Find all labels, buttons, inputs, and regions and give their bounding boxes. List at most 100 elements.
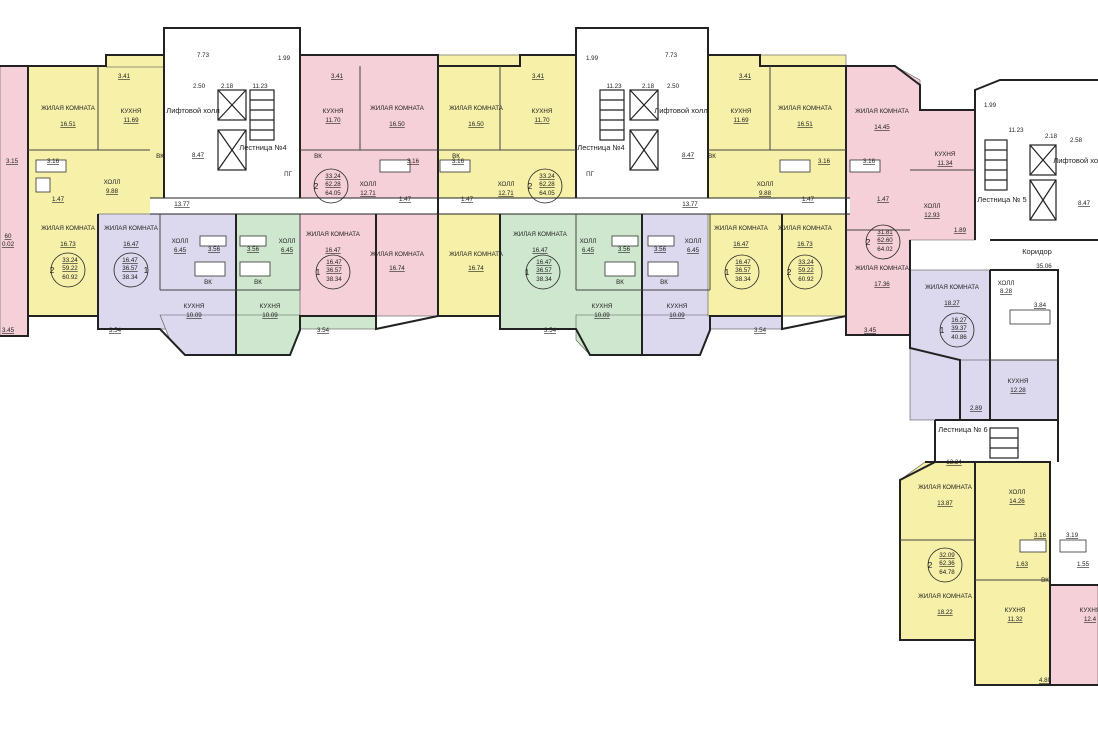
area-label: 2.50 (667, 83, 680, 90)
area-label: 1.47 (802, 196, 815, 203)
svg-text:16.47: 16.47 (735, 259, 751, 266)
label-living: ЖИЛАЯ КОМНАТА (925, 284, 980, 291)
area-label: 3.16 (818, 158, 831, 165)
label-kitchen: КУХНЯ (121, 108, 142, 115)
area-label: 6.45 (174, 247, 187, 254)
label-living: ЖИЛАЯ КОМНАТА (306, 231, 361, 238)
area-label: 14.45 (874, 124, 890, 131)
label-stair: Лестница № 6 (938, 425, 987, 434)
apartment-badge: 2 33.24 59.22 60.92 (50, 252, 86, 288)
area-label: 3.56 (247, 246, 260, 253)
area-label: 2.18 (642, 83, 655, 90)
area-label: 2.50 (193, 83, 206, 90)
svg-text:64.05: 64.05 (539, 190, 555, 197)
svg-text:62.28: 62.28 (539, 181, 555, 188)
svg-text:2: 2 (928, 560, 933, 570)
area-label: 9.88 (106, 188, 119, 195)
area-label: 12.28 (1010, 387, 1026, 394)
label-kitchen: КУХНЯ (532, 108, 553, 115)
svg-text:64.05: 64.05 (325, 190, 341, 197)
svg-text:33.24: 33.24 (539, 173, 555, 180)
label-hall: ХОЛЛ (172, 238, 189, 245)
area-label: 1.99 (984, 102, 997, 109)
apartment-badge: 2 32.09 62.36 64.78 (927, 547, 963, 583)
label-living: ЖИЛАЯ КОМНАТА (104, 225, 159, 232)
area-label: 10.09 (669, 312, 685, 319)
room-lavender-3b (959, 359, 1059, 421)
label-stair: Лестница №4 (577, 143, 624, 152)
label-hall: ХОЛЛ (1009, 489, 1026, 496)
area-label: 16.47 (532, 247, 548, 254)
label-hall: ХОЛЛ (279, 238, 296, 245)
area-label: 8.47 (192, 152, 205, 159)
area-label: 6.45 (582, 247, 595, 254)
label-elevator-hall: Лифтовой холл (166, 106, 219, 115)
label-stair: Лестница № 5 (977, 195, 1026, 204)
svg-text:2: 2 (528, 181, 533, 191)
area-label: 16.51 (797, 121, 813, 128)
label-living: ЖИЛАЯ КОМНАТА (714, 225, 769, 232)
area-label: 11.23 (252, 83, 268, 90)
label-kitchen: КУХНЯ (1005, 607, 1026, 614)
label-living: ЖИЛАЯ КОМНАТА (778, 225, 833, 232)
area-label: 13.77 (682, 201, 698, 208)
svg-text:2: 2 (787, 267, 792, 277)
svg-text:33.24: 33.24 (325, 173, 341, 180)
svg-text:39.37: 39.37 (951, 325, 967, 332)
area-label: 10.09 (262, 312, 278, 319)
label-living: ЖИЛАЯ КОМНАТА (918, 484, 973, 491)
label-living: ЖИЛАЯ КОМНАТА (855, 265, 910, 272)
svg-text:62.60: 62.60 (877, 237, 893, 244)
label-hall: ХОЛЛ (360, 181, 377, 188)
area-label: 16.73 (797, 241, 813, 248)
svg-text:36.57: 36.57 (326, 267, 342, 274)
apartment-badge: 1 16.47 36.57 38.34 (724, 254, 760, 290)
svg-text:60.92: 60.92 (798, 276, 814, 283)
area-label: 10.09 (594, 312, 610, 319)
svg-text:64.02: 64.02 (877, 246, 893, 253)
stair-hall-2 (576, 28, 708, 214)
area-label: 16.47 (733, 241, 749, 248)
area-label: 18.27 (944, 300, 960, 307)
label-bk: ВК (616, 279, 624, 286)
label-living: ЖИЛАЯ КОМНАТА (41, 225, 96, 232)
area-label: 17.36 (874, 281, 890, 288)
area-label: 2.18 (221, 83, 234, 90)
label-hall: ХОЛЛ (998, 280, 1015, 287)
area-label: 10.09 (186, 312, 202, 319)
partitions (28, 66, 1058, 581)
label-living: ЖИЛАЯ КОМНАТА (513, 231, 568, 238)
area-label: 3.19 (1066, 532, 1079, 539)
room-left-partial-pink (0, 65, 29, 337)
area-label: 1.63 (1016, 561, 1029, 568)
svg-text:33.24: 33.24 (798, 259, 814, 266)
apartment-badge: 2 33.24 62.28 64.05 (313, 168, 349, 204)
svg-text:1: 1 (725, 267, 730, 277)
area-label: 3.56 (208, 246, 221, 253)
sanitary-fixtures (35, 159, 1087, 553)
label-stair: Лестница №4 (239, 143, 286, 152)
area-label: 6.45 (281, 247, 294, 254)
labels: ЖИЛАЯ КОМНАТА 16.51 КУХНЯ 11.69 3.41 ХОЛ… (2, 52, 1098, 684)
room-yellow-1b (105, 54, 165, 68)
area-label: 3.41 (532, 73, 545, 80)
label-living: ЖИЛАЯ КОМНАТА (855, 108, 910, 115)
area-label: 11.32 (1007, 616, 1023, 623)
area-label: 16.73 (60, 241, 76, 248)
label-kitchen: КУХНЯ (731, 108, 752, 115)
area-label: 12.93 (924, 212, 940, 219)
area-label: 6.45 (687, 247, 700, 254)
room-green-1-bay (235, 314, 301, 356)
area-label: 1.99 (586, 55, 599, 62)
area-label: 11.70 (534, 117, 550, 124)
corridor-center (150, 198, 850, 214)
area-label: 1.55 (1077, 561, 1090, 568)
area-label: 1.47 (461, 196, 474, 203)
area-label: 1.47 (52, 196, 65, 203)
label-pg: ПГ (586, 171, 594, 178)
label-hall: ХОЛЛ (757, 181, 774, 188)
area-label: 60 (5, 233, 12, 240)
area-label: 16.51 (60, 121, 76, 128)
label-elevator-hall: Лифтовой холл (654, 106, 707, 115)
svg-text:59.22: 59.22 (62, 265, 78, 272)
